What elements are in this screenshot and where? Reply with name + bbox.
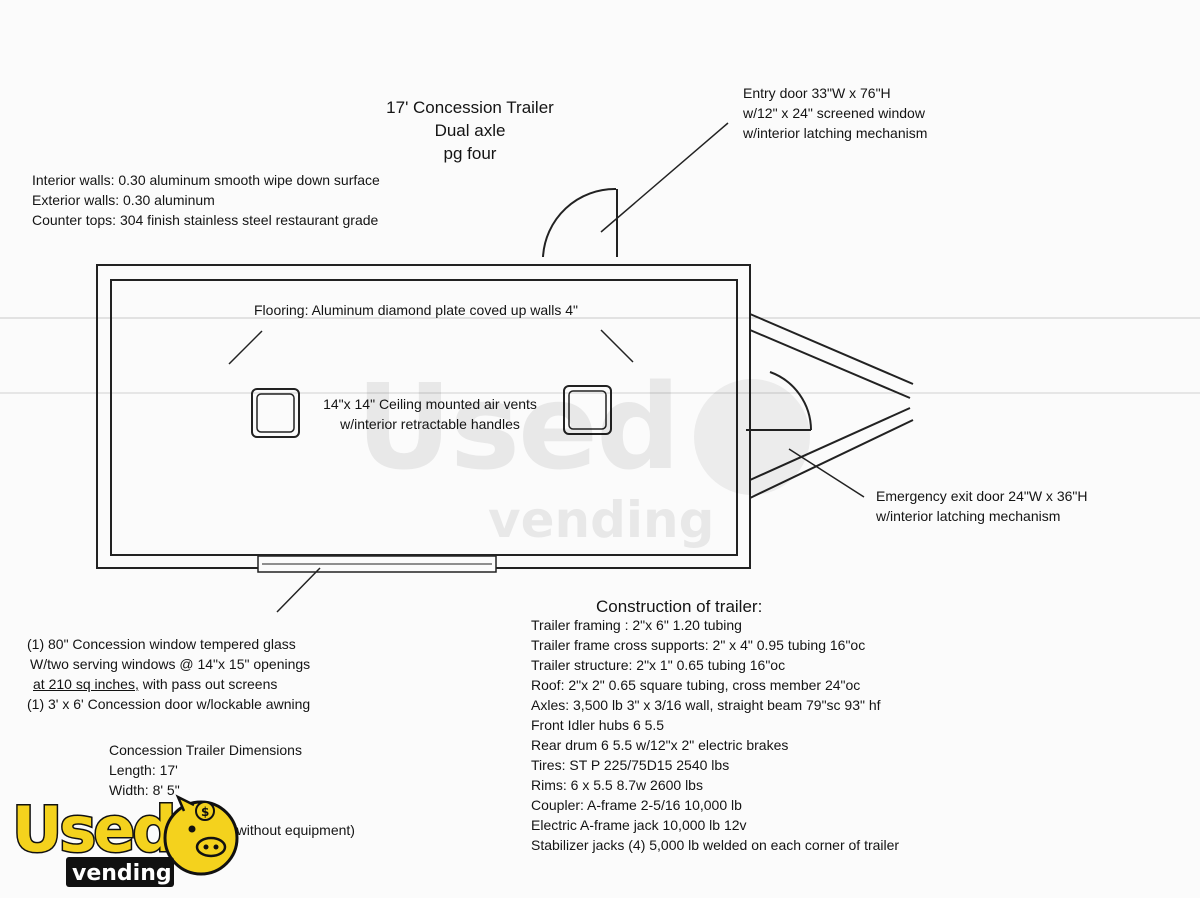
concession-window-leader	[276, 567, 321, 613]
watermark-used: Used	[356, 358, 681, 496]
emergency-door-callout: Emergency exit door 24"W x 36"H w/interi…	[876, 487, 1087, 527]
construction-item: Tires: ST P 225/75D15 2540 lbs	[531, 757, 730, 773]
construction-item: Roof: 2"x 2" 0.65 square tubing, cross m…	[531, 677, 861, 693]
entry-door-callout: Entry door 33"W x 76"H w/12" x 24" scree…	[743, 84, 927, 144]
page-line: pg four	[443, 144, 497, 163]
dimensions-block: Concession Trailer Dimensions Length: 17…	[109, 741, 302, 801]
logo-word: Used	[12, 793, 174, 866]
used-vending-logo: Used $ vending	[8, 792, 258, 893]
construction-item: Axles: 3,500 lb 3" x 3/16 wall, straight…	[531, 697, 881, 713]
material-item: Counter tops: 304 finish stainless steel…	[32, 212, 379, 228]
flooring-callout: Flooring: Aluminum diamond plate coved u…	[254, 302, 579, 318]
watermark-vending: vending	[488, 491, 715, 549]
construction-item: Trailer structure: 2"x 1" 0.65 tubing 16…	[531, 657, 786, 673]
dimensions-partial: (without equipment)	[232, 822, 355, 838]
air-vent-left-outer	[251, 388, 300, 438]
entry-door-leader	[600, 122, 729, 233]
pig-icon: $	[163, 794, 239, 876]
dimensions-width: Width: 8' 5"	[109, 782, 180, 798]
title-block: 17' Concession Trailer Dual axle pg four	[360, 96, 580, 165]
construction-item: Rims: 6 x 5.5 8.7w 2600 lbs	[531, 777, 703, 793]
concession-area-rest: with pass out screens	[138, 676, 278, 692]
concession-area-underlined: at 210 sq inches,	[33, 676, 139, 692]
construction-item: Trailer framing : 2"x 6" 1.20 tubing	[531, 617, 742, 633]
air-vents-line: w/interior retractable handles	[340, 416, 520, 432]
dimensions-heading: Concession Trailer Dimensions	[109, 742, 302, 758]
entry-door-line: Entry door 33"W x 76"H	[743, 85, 891, 101]
concession-line: at 210 sq inches, with pass out screens	[27, 675, 310, 695]
hitch-tongue-outer	[749, 313, 914, 499]
dimensions-length: Length: 17'	[109, 762, 178, 778]
flooring-leader-right	[600, 329, 634, 363]
entry-door-swing	[542, 187, 617, 258]
construction-item: Electric A-frame jack 10,000 lb 12v	[531, 817, 747, 833]
entry-door-line: w/12" x 24" screened window	[743, 105, 925, 121]
construction-list: Trailer framing : 2"x 6" 1.20 tubing Tra…	[531, 616, 899, 856]
concession-line: (1) 3' x 6' Concession door w/lockable a…	[27, 696, 311, 712]
concession-window-callout: (1) 80" Concession window tempered glass…	[27, 635, 310, 715]
concession-line: W/two serving windows @ 14"x 15" opening…	[30, 656, 311, 672]
emergency-door-swing	[769, 371, 812, 431]
logo-sub: vending	[72, 861, 172, 886]
hitch-tongue-inner	[749, 329, 911, 481]
flooring-leader-left	[228, 330, 263, 365]
construction-heading: Construction of trailer:	[596, 597, 763, 616]
construction-item: Trailer frame cross supports: 2" x 4" 0.…	[531, 637, 866, 653]
construction-item: Front Idler hubs 6 5.5	[531, 717, 665, 733]
emergency-door-line: Emergency exit door 24"W x 36"H	[876, 488, 1088, 504]
air-vent-right-inner	[568, 390, 607, 430]
used-vending-logo-graphic: Used $ vending	[11, 792, 239, 887]
air-vent-left-inner	[256, 393, 295, 433]
trailer-inner-wall	[110, 279, 738, 556]
subtitle-line: Dual axle	[434, 121, 506, 140]
entry-door-line: w/interior latching mechanism	[743, 125, 928, 141]
construction-item: Stabilizer jacks (4) 5,000 lb welded on …	[531, 837, 900, 853]
concession-line: (1) 80" Concession window tempered glass	[27, 636, 296, 652]
material-item: Interior walls: 0.30 aluminum smooth wip…	[32, 172, 380, 188]
air-vents-callout: 14"x 14" Ceiling mounted air vents w/int…	[306, 395, 554, 435]
emergency-door-line: w/interior latching mechanism	[876, 508, 1061, 524]
material-item: Exterior walls: 0.30 aluminum	[32, 192, 215, 208]
materials-list: Interior walls: 0.30 aluminum smooth wip…	[32, 171, 380, 231]
watermark-pig-icon	[694, 379, 810, 495]
construction-item: Coupler: A-frame 2-5/16 10,000 lb	[531, 797, 742, 813]
svg-text:$: $	[201, 805, 209, 819]
logo-sub-band	[66, 857, 174, 887]
air-vent-right-outer	[563, 385, 612, 435]
emergency-door-leader	[788, 448, 865, 498]
title-line: 17' Concession Trailer	[386, 98, 554, 117]
construction-item: Rear drum 6 5.5 w/12"x 2" electric brake…	[531, 737, 789, 753]
air-vents-line: 14"x 14" Ceiling mounted air vents	[323, 396, 537, 412]
